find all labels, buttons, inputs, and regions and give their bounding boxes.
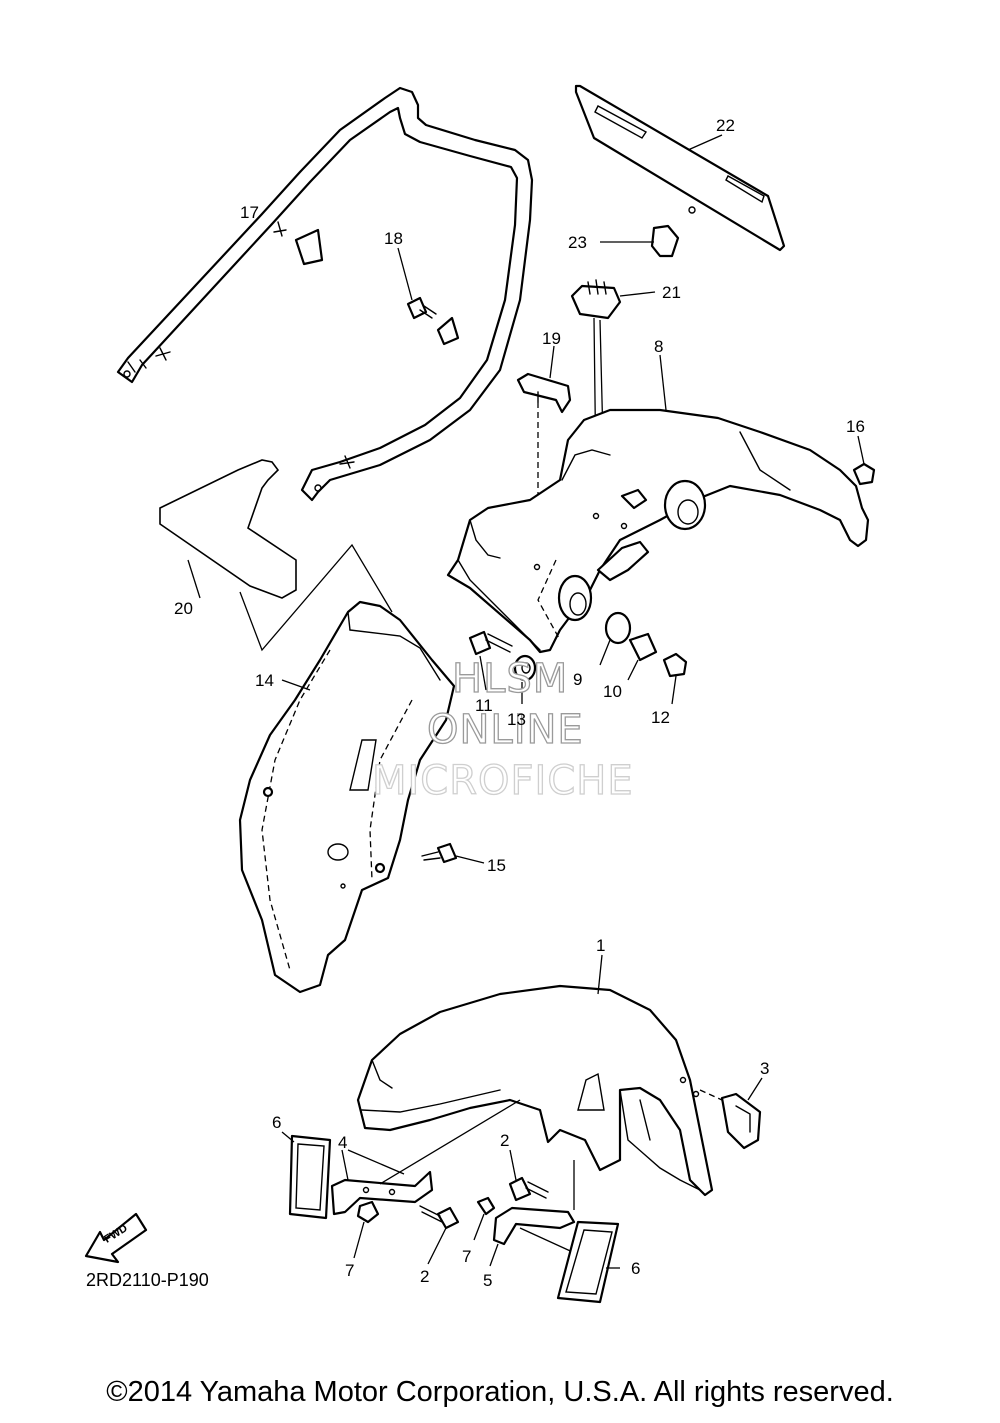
license-plate-22[interactable] — [574, 84, 786, 252]
bracket-3[interactable] — [699, 1077, 763, 1150]
bolt-2-lower[interactable] — [419, 1205, 460, 1265]
washer-13[interactable] — [513, 654, 537, 704]
callout-labels: 1 2 2 3 4 5 6 6 7 7 8 9 10 11 12 13 14 1… — [174, 116, 865, 1290]
diagram-code: 2RD2110-P190 — [86, 1270, 209, 1290]
copyright-text: ©2014 Yamaha Motor Corporation, U.S.A. A… — [106, 1376, 894, 1408]
callout-2b: 2 — [420, 1267, 429, 1286]
callout-18: 18 — [384, 229, 403, 248]
nut-16[interactable] — [852, 435, 876, 486]
grab-bar-17[interactable] — [116, 86, 534, 502]
nut-7-right[interactable] — [473, 1196, 496, 1241]
callout-15: 15 — [487, 856, 506, 875]
bolt-15[interactable] — [421, 842, 485, 864]
bracket-4[interactable] — [330, 1099, 521, 1216]
front-fender-1[interactable] — [356, 954, 714, 1197]
callout-11: 11 — [475, 696, 493, 715]
callout-7a: 7 — [345, 1261, 354, 1280]
bolt-18[interactable] — [397, 247, 437, 320]
spacer-10[interactable] — [627, 632, 658, 681]
callout-4: 4 — [338, 1133, 347, 1152]
callout-2a: 2 — [500, 1131, 509, 1150]
callout-19: 19 — [542, 329, 561, 348]
fwd-arrow-icon: FWD — [84, 1212, 148, 1264]
callout-9: 9 — [573, 670, 582, 689]
nut-7-left[interactable] — [353, 1200, 380, 1259]
callout-22: 22 — [716, 116, 735, 135]
callout-20: 20 — [174, 599, 193, 618]
callout-6b: 6 — [631, 1259, 640, 1278]
damper-23[interactable] — [600, 224, 680, 258]
callout-1: 1 — [596, 936, 605, 955]
collar-9[interactable] — [599, 611, 632, 666]
watermark-line2: ONLINE — [427, 707, 584, 753]
inner-fender-14[interactable] — [238, 600, 456, 994]
callout-10: 10 — [603, 682, 622, 701]
callout-3: 3 — [760, 1059, 769, 1078]
bolt-2-upper[interactable] — [508, 1149, 549, 1202]
callout-23: 23 — [568, 233, 587, 252]
watermark-line3: MICROFICHE — [372, 758, 634, 804]
callout-8: 8 — [654, 337, 663, 356]
license-light-21[interactable] — [570, 279, 656, 481]
reflector-6-right[interactable] — [556, 1220, 620, 1304]
callout-17: 17 — [240, 203, 259, 222]
watermark: HLSM ONLINE MICROFICHE — [371, 655, 634, 804]
callout-12: 12 — [651, 708, 670, 727]
reflector-6-left[interactable] — [281, 1131, 332, 1220]
callout-7b: 7 — [462, 1247, 471, 1266]
watermark-line1: HLSM — [452, 656, 568, 702]
bolt-11[interactable] — [468, 630, 513, 691]
pad-20[interactable] — [159, 459, 393, 652]
callout-21: 21 — [662, 283, 681, 302]
nut-12[interactable] — [662, 652, 688, 705]
rear-fender-8[interactable] — [446, 354, 870, 654]
callout-6a: 6 — [272, 1113, 281, 1132]
callout-13: 13 — [507, 710, 526, 729]
callout-14: 14 — [255, 671, 274, 690]
callout-16: 16 — [846, 417, 865, 436]
callout-5: 5 — [483, 1271, 492, 1290]
